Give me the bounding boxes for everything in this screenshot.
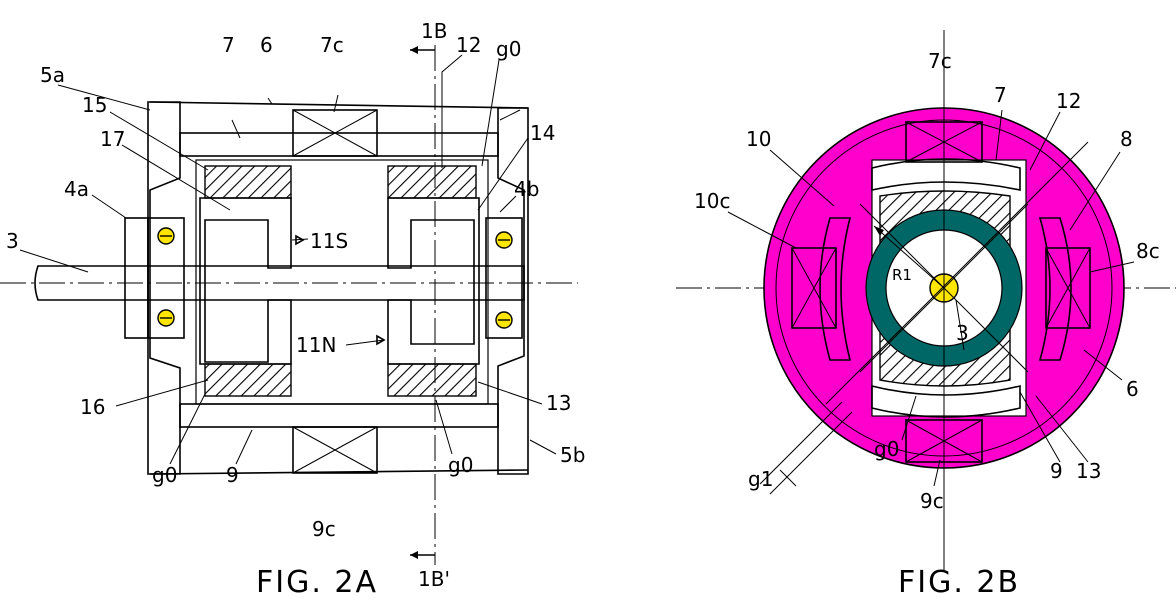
end-bracket-5b bbox=[497, 107, 529, 475]
label-9c: 9c bbox=[312, 517, 336, 541]
label-13: 13 bbox=[546, 391, 571, 415]
stator-yoke-9 bbox=[179, 403, 499, 428]
label-15: 15 bbox=[82, 93, 107, 117]
stator-yoke-7 bbox=[179, 132, 499, 157]
yoke-7 bbox=[871, 158, 1021, 191]
label-8c-b: 8c bbox=[1136, 239, 1160, 263]
label-7c-b: 7c bbox=[928, 49, 952, 73]
label-7c: 7c bbox=[320, 33, 344, 57]
label-5a: 5a bbox=[40, 63, 65, 87]
bearing-4a bbox=[124, 217, 185, 339]
label-7-b: 7 bbox=[994, 83, 1007, 107]
label-g1-b: g1 bbox=[748, 467, 773, 491]
pole-piece-15 bbox=[204, 165, 292, 199]
yoke-10 bbox=[819, 217, 852, 361]
coil-10c bbox=[791, 247, 837, 329]
yoke-8 bbox=[1038, 217, 1072, 361]
label-1b-prime: 1B' bbox=[418, 567, 450, 591]
pole-piece-12 bbox=[387, 165, 477, 199]
figure-2a: 1B 1B' 7 6 7c 12 g0 5a 15 17 14 4a 4b 3 … bbox=[0, 19, 585, 600]
label-11n: 11N bbox=[296, 333, 336, 357]
label-9: 9 bbox=[226, 463, 239, 487]
label-10c-b: 10c bbox=[694, 189, 730, 213]
label-14: 14 bbox=[530, 121, 555, 145]
rotor-core-17 bbox=[199, 197, 292, 365]
label-16: 16 bbox=[80, 395, 105, 419]
label-17: 17 bbox=[100, 127, 125, 151]
yoke-9 bbox=[871, 384, 1021, 418]
coil-7c bbox=[292, 109, 378, 157]
label-4a: 4a bbox=[64, 177, 89, 201]
label-9c-b: 9c bbox=[920, 489, 944, 513]
coil-9c bbox=[292, 426, 378, 474]
label-11s: 11S bbox=[310, 229, 348, 253]
label-3-b: 3 bbox=[956, 321, 969, 345]
caption-fig-2b: FIG. 2B bbox=[898, 565, 1020, 600]
label-6-b: 6 bbox=[1126, 377, 1139, 401]
label-6: 6 bbox=[260, 33, 273, 57]
pole-piece-13 bbox=[387, 363, 477, 397]
housing-shell-6 bbox=[149, 101, 529, 475]
label-10-b: 10 bbox=[746, 127, 771, 151]
label-12-b: 12 bbox=[1056, 89, 1081, 113]
shaft-3 bbox=[34, 265, 525, 301]
pole-piece-16 bbox=[204, 363, 292, 397]
label-7: 7 bbox=[222, 33, 235, 57]
label-g0-br: g0 bbox=[448, 453, 473, 477]
end-bracket-5a bbox=[147, 101, 181, 475]
label-g0-bl: g0 bbox=[152, 463, 177, 487]
label-5b: 5b bbox=[560, 443, 585, 467]
label-g0-b: g0 bbox=[874, 437, 899, 461]
figure-2b: 7c 7 12 10 8 10c 8c R1 3 6 g1 g0 9 13 9c… bbox=[676, 30, 1176, 600]
label-r1-b: R1 bbox=[892, 266, 912, 284]
rotor-core-14 bbox=[387, 197, 480, 365]
label-13-b: 13 bbox=[1076, 459, 1101, 483]
label-12: 12 bbox=[456, 33, 481, 57]
label-8-b: 8 bbox=[1120, 127, 1133, 151]
label-9-b: 9 bbox=[1050, 459, 1063, 483]
label-4b: 4b bbox=[514, 177, 539, 201]
rotor-outline bbox=[195, 159, 489, 405]
bearing-4b bbox=[485, 217, 523, 339]
label-3: 3 bbox=[6, 229, 19, 253]
caption-fig-2a: FIG. 2A bbox=[256, 565, 378, 600]
label-1b: 1B bbox=[421, 19, 447, 43]
label-g0-top: g0 bbox=[496, 37, 521, 61]
